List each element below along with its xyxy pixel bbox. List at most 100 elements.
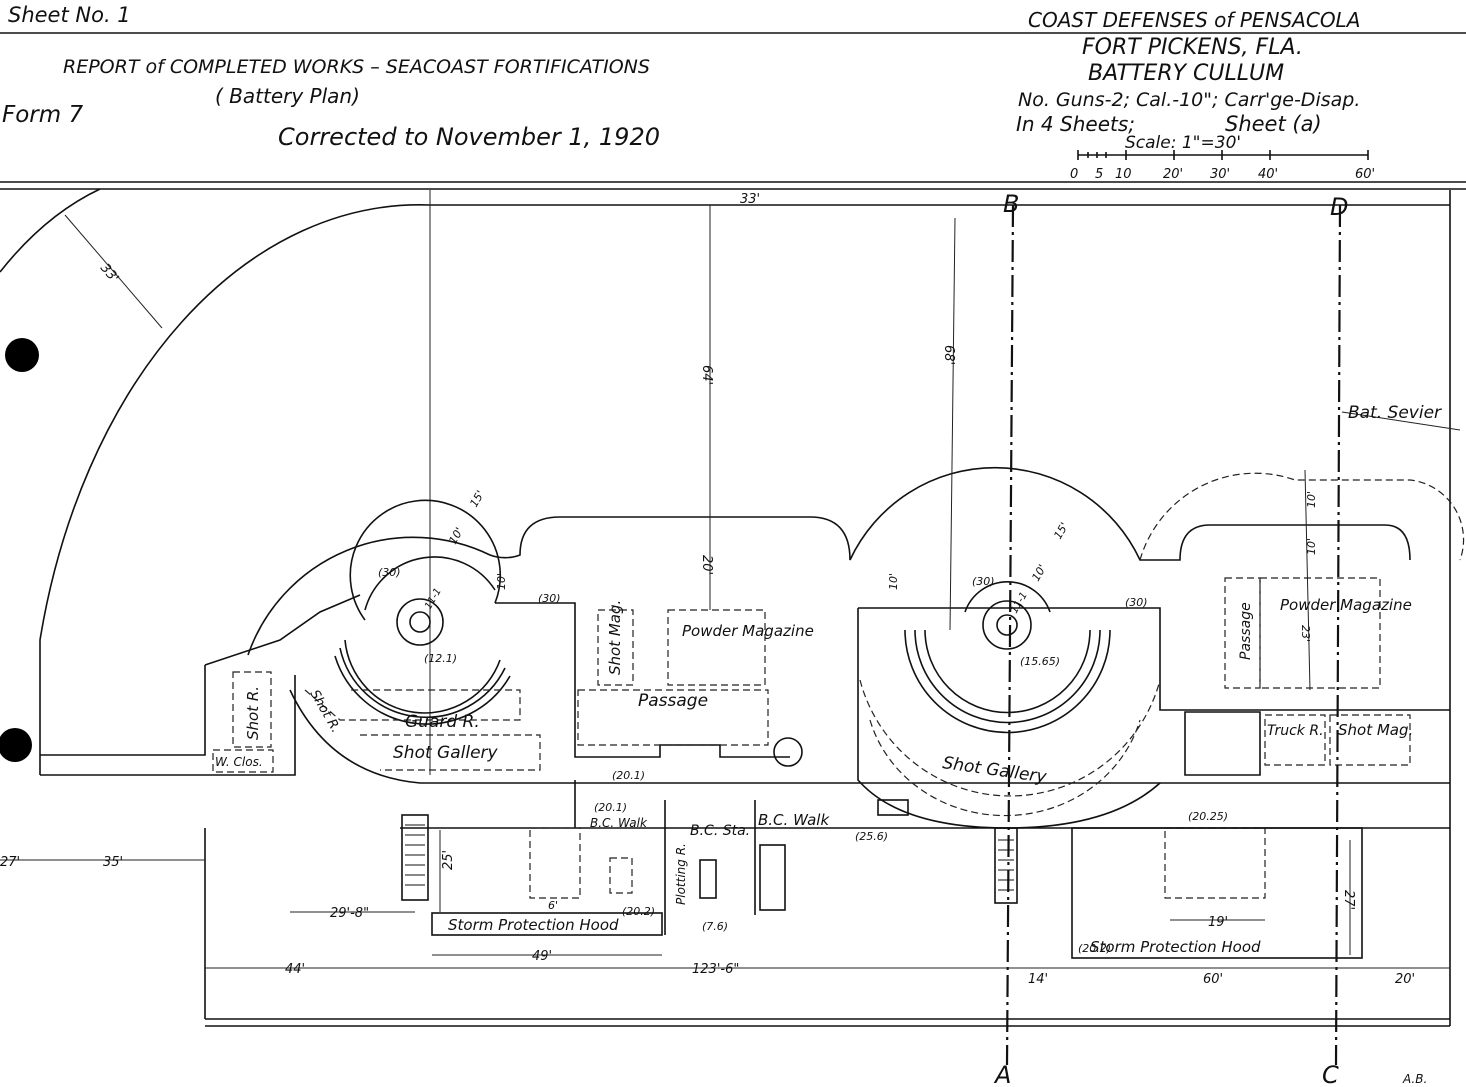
svg-text:23': 23' xyxy=(1299,625,1312,642)
axis-labels: B D A C xyxy=(993,190,1348,1087)
svg-text:33': 33' xyxy=(740,192,760,207)
elevation-labels: (30) (30) (30) (30) (12.1) (15.65) (20.1… xyxy=(378,566,1228,955)
axis-line-b-a xyxy=(1005,204,1015,1066)
svg-text:5: 5 xyxy=(1095,167,1103,182)
svg-text:35': 35' xyxy=(103,855,123,870)
svg-text:25': 25' xyxy=(441,850,456,870)
label-powder-magazine: Powder Magazine xyxy=(682,622,814,640)
svg-text:49': 49' xyxy=(532,949,552,964)
scale-bar xyxy=(1077,150,1369,160)
svg-text:(20.1): (20.1) xyxy=(612,769,645,782)
svg-text:10': 10' xyxy=(1305,538,1318,555)
battery-title: BATTERY CULLUM xyxy=(1088,61,1284,86)
stairs xyxy=(401,799,1018,911)
svg-text:64': 64' xyxy=(699,365,714,385)
svg-text:(20.1): (20.1) xyxy=(594,801,627,814)
svg-text:60': 60' xyxy=(1355,167,1375,182)
label-shot-room: Shot R. xyxy=(244,686,262,740)
axis-line-d-c xyxy=(1334,204,1342,1066)
label-battery-sevier: Bat. Sevier xyxy=(1348,403,1442,423)
dimension-labels: 33' 33' 64' 68' 20' 15' 10' 10' 11-1 10'… xyxy=(0,192,1415,987)
svg-text:14': 14' xyxy=(1028,972,1048,987)
label-shot-gallery: Shot Gallery xyxy=(393,743,499,763)
report-title: REPORT of COMPLETED WORKS – SEACOAST FOR… xyxy=(63,56,650,78)
label-powder-magazine: Powder Magazine xyxy=(1280,596,1412,614)
parapet-outline xyxy=(40,466,1465,756)
room-labels: Shot R. Shot R. W. Clos. Guard R. Shot G… xyxy=(215,403,1442,956)
svg-text:44': 44' xyxy=(285,962,305,977)
coast-defenses-title: COAST DEFENSES of PENSACOLA xyxy=(1028,8,1360,32)
svg-text:68': 68' xyxy=(941,345,956,365)
label-bc-walk: B.C. Walk xyxy=(758,811,830,829)
gun-emplacement-2 xyxy=(773,580,1450,829)
svg-text:19': 19' xyxy=(1208,915,1228,930)
svg-text:A: A xyxy=(993,1061,1011,1087)
svg-text:(12.1): (12.1) xyxy=(424,652,457,665)
svg-text:27': 27' xyxy=(1341,890,1356,910)
svg-text:11-1: 11-1 xyxy=(423,586,444,611)
svg-text:20': 20' xyxy=(1163,167,1183,182)
svg-text:30': 30' xyxy=(1210,167,1230,182)
svg-text:(30): (30) xyxy=(1125,596,1148,609)
svg-text:60': 60' xyxy=(1203,972,1223,987)
sheets-count: In 4 Sheets; xyxy=(1016,112,1135,136)
svg-text:10: 10 xyxy=(1115,167,1132,182)
svg-text:40': 40' xyxy=(1258,167,1278,182)
label-storm-hood: Storm Protection Hood xyxy=(448,916,619,934)
svg-text:0: 0 xyxy=(1070,167,1078,182)
guns-info: No. Guns-2; Cal.-10"; Carr'ge-Disap. xyxy=(1018,89,1360,111)
scale-label: Scale: 1"=30' xyxy=(1125,133,1241,153)
svg-text:C: C xyxy=(1322,1061,1339,1087)
label-shot-magazine: Shot Mag. xyxy=(606,600,624,675)
gun-emplacement-1 xyxy=(40,499,1450,935)
svg-text:10': 10' xyxy=(495,573,508,590)
svg-text:123'-6": 123'-6" xyxy=(692,962,739,977)
frame-lines xyxy=(0,32,1466,1027)
sheet-id: Sheet (a) xyxy=(1225,112,1322,136)
svg-text:27': 27' xyxy=(0,855,20,870)
scale-ticks: 0 5 10 20' 30' 40' 60' xyxy=(1070,167,1375,182)
svg-text:10': 10' xyxy=(1029,562,1049,583)
svg-text:(30): (30) xyxy=(972,575,995,588)
label-passage: Passage xyxy=(638,691,708,711)
dimension-lines xyxy=(0,205,1461,969)
svg-text:(20.25): (20.25) xyxy=(1188,810,1228,823)
svg-text:B: B xyxy=(1003,190,1019,218)
form-number: Form 7 xyxy=(2,102,83,128)
report-subtitle: ( Battery Plan) xyxy=(215,84,360,108)
svg-text:20': 20' xyxy=(1395,972,1415,987)
sheet-number: Sheet No. 1 xyxy=(8,3,131,27)
label-storm-hood: Storm Protection Hood xyxy=(1090,938,1261,956)
outer-slope-arc xyxy=(0,188,101,273)
svg-text:(20.2): (20.2) xyxy=(622,905,655,918)
punch-hole xyxy=(5,338,39,372)
svg-text:6': 6' xyxy=(548,899,558,912)
svg-text:10': 10' xyxy=(446,525,466,546)
svg-text:33': 33' xyxy=(97,261,121,286)
dashed-rooms xyxy=(212,577,1411,959)
svg-text:(25.6): (25.6) xyxy=(855,830,888,843)
svg-text:10': 10' xyxy=(887,573,900,590)
inner-slope-arc xyxy=(39,204,1450,775)
label-water-closet: W. Clos. xyxy=(215,755,263,769)
label-shot-room: Shot R. xyxy=(307,688,343,736)
svg-text:D: D xyxy=(1330,193,1348,221)
draftsman-initials: A.B. xyxy=(1402,1072,1427,1086)
label-guard-room: Guard R. xyxy=(405,712,480,732)
label-truck-room: Truck R. xyxy=(1267,723,1324,739)
svg-text:(30): (30) xyxy=(538,592,561,605)
fort-title: FORT PICKENS, FLA. xyxy=(1082,35,1303,60)
label-bc-walk: B.C. Walk xyxy=(590,816,648,830)
svg-text:(15.65): (15.65) xyxy=(1020,655,1060,668)
svg-text:10': 10' xyxy=(1305,491,1318,508)
svg-text:15': 15' xyxy=(1051,520,1071,541)
label-bc-station: B.C. Sta. xyxy=(690,823,750,839)
svg-text:(30): (30) xyxy=(378,566,401,579)
svg-text:(20.2): (20.2) xyxy=(1078,942,1111,955)
label-passage: Passage xyxy=(1238,602,1254,660)
label-plotting-room: Plotting R. xyxy=(674,843,688,905)
svg-text:29'-8": 29'-8" xyxy=(330,906,369,921)
corrected-date: Corrected to November 1, 1920 xyxy=(278,123,660,151)
punch-hole xyxy=(0,728,32,762)
